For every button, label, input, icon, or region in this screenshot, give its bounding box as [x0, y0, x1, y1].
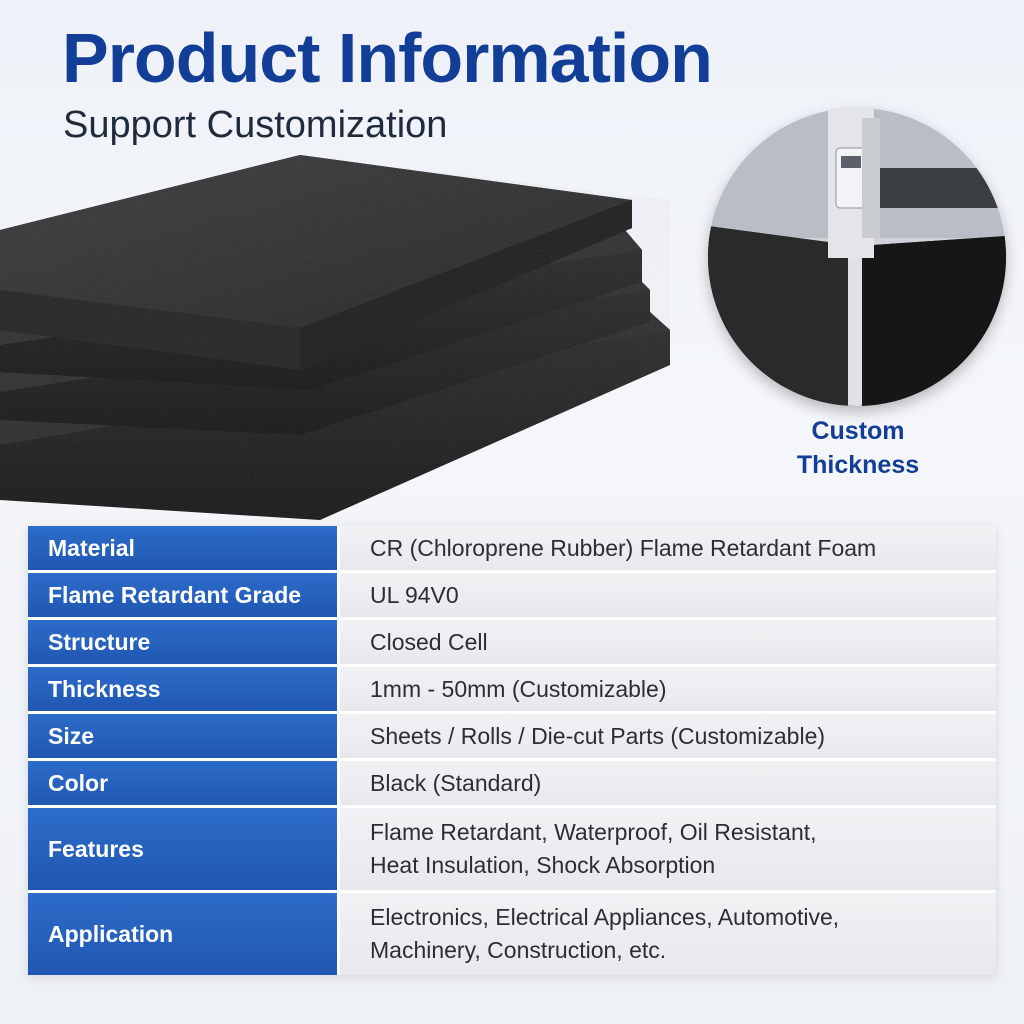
spec-row: Structure Closed Cell — [28, 620, 996, 667]
spec-label: Size — [28, 714, 340, 758]
spec-value-line: Heat Insulation, Shock Absorption — [370, 852, 716, 878]
spec-value-line: UL 94V0 — [370, 581, 459, 608]
caption-line-2: Thickness — [796, 451, 920, 479]
spec-label: Color — [28, 761, 340, 805]
spec-value-line: Electronics, Electrical Appliances, Auto… — [370, 904, 840, 930]
spec-row: Features Flame Retardant, Waterproof, Oil… — [28, 808, 996, 893]
spec-row: Thickness 1mm - 50mm (Customizable) — [28, 667, 996, 714]
spec-value: UL 94V0 — [340, 573, 996, 617]
spec-value-line: 1mm - 50mm (Customizable) — [370, 675, 667, 702]
spec-row: Material CR (Chloroprene Rubber) Flame Re… — [28, 526, 996, 573]
spec-value-line: Black (Standard) — [370, 769, 542, 796]
spec-value-line: Machinery, Construction, etc. — [370, 937, 667, 963]
spec-row: Flame Retardant Grade UL 94V0 — [28, 573, 996, 620]
caption-line-1: Custom — [811, 417, 905, 445]
spec-value-line: CR (Chloroprene Rubber) Flame Retardant … — [370, 534, 877, 561]
spec-value: 1mm - 50mm (Customizable) — [340, 667, 996, 711]
page-subtitle: Support Customization — [63, 104, 448, 146]
spec-row: Size Sheets / Rolls / Die-cut Parts (Cust… — [28, 714, 996, 761]
spec-value-line: Flame Retardant, Waterproof, Oil Resista… — [370, 819, 817, 845]
spec-value: Closed Cell — [340, 620, 996, 664]
spec-value-line: Sheets / Rolls / Die-cut Parts (Customiz… — [370, 722, 826, 749]
spec-label: Features — [28, 808, 340, 890]
spec-value: Flame Retardant, Waterproof, Oil Resista… — [340, 808, 996, 890]
spec-value: Black (Standard) — [340, 761, 996, 805]
spec-row: Application Electronics, Electrical Appli… — [28, 893, 996, 975]
spec-label: Material — [28, 526, 340, 570]
custom-thickness-caption: Custom Thickness — [758, 414, 958, 482]
spec-row: Color Black (Standard) — [28, 761, 996, 808]
spec-label: Structure — [28, 620, 340, 664]
spec-value-line: Closed Cell — [370, 628, 488, 655]
page-title: Product Information — [62, 19, 713, 97]
spec-label: Thickness — [28, 667, 340, 711]
spec-table: Material CR (Chloroprene Rubber) Flame Re… — [28, 526, 996, 975]
spec-label: Flame Retardant Grade — [28, 573, 340, 617]
thickness-inset-image — [708, 108, 1006, 406]
spec-label: Application — [28, 893, 340, 975]
spec-value: CR (Chloroprene Rubber) Flame Retardant … — [340, 526, 996, 570]
spec-value: Electronics, Electrical Appliances, Auto… — [340, 893, 996, 975]
spec-value: Sheets / Rolls / Die-cut Parts (Customiz… — [340, 714, 996, 758]
